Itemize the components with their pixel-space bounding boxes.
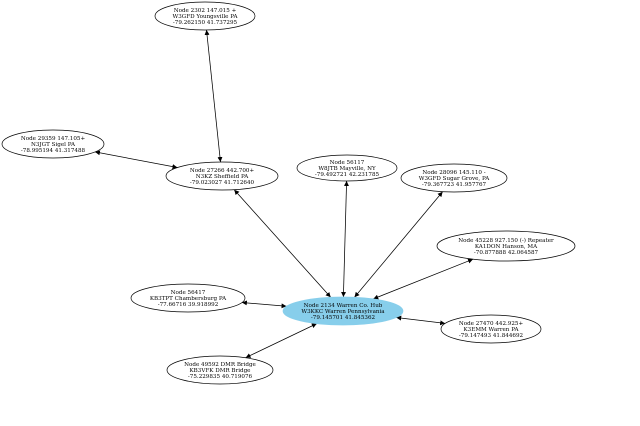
node-ellipse xyxy=(436,230,576,262)
node-label-line: W3KKC Warren Pennsylvania xyxy=(301,309,385,315)
graph-node-n29359[interactable]: Node 29359 147.105+N3JGT Sigel PA-78.995… xyxy=(1,129,105,159)
node-ellipse xyxy=(400,163,508,193)
node-label-line: -79.145701 41.845362 xyxy=(311,315,376,321)
node-label-line: Node 2302 147.015 + xyxy=(174,8,237,14)
edge-n56417-n2134 xyxy=(241,300,287,309)
hub-node-ellipse xyxy=(282,296,404,326)
node-label-line: -79.023027 41.712640 xyxy=(190,180,255,186)
edge-n27266-n2134 xyxy=(233,189,331,298)
node-label-line: K3EMM Warren PA xyxy=(464,327,520,333)
node-label-line: -75.229835 40.719076 xyxy=(188,374,253,380)
node-label-line: -78.995194 41.317488 xyxy=(21,148,86,154)
node-label-line: -79.367723 41.957767 xyxy=(422,182,487,188)
node-label-line: Node 49592 DMR Bridge xyxy=(184,362,256,368)
node-label-line: Node 28096 145.110 - xyxy=(422,170,485,176)
node-label-line: Node 29359 147.105+ xyxy=(21,136,86,142)
node-label-line: Node 45228 927.150 (-) Repeater xyxy=(458,237,554,244)
graph-node-n28096[interactable]: Node 28096 145.110 -W3GFD Sugar Grove, P… xyxy=(400,163,508,193)
graph-node-n27470[interactable]: Node 27470 442.925+K3EMM Warren PA-79.14… xyxy=(440,314,542,344)
edge-n56117-n2134 xyxy=(341,180,349,298)
node-label-line: -70.877888 42.064587 xyxy=(474,250,539,256)
node-label-line: W8JTB Mayville, NY xyxy=(318,166,376,172)
node-label-line: Node 27470 442.925+ xyxy=(459,321,524,327)
node-label-line: Node 56417 xyxy=(171,290,206,296)
node-label-line: Node 27266 442.700+ xyxy=(190,168,255,174)
node-label-line: -79.492721 42.231785 xyxy=(315,172,380,178)
node-ellipse xyxy=(130,283,246,313)
node-label-line: W3GFD Sugar Grove, PA xyxy=(419,176,491,182)
edge-n27470-n2134 xyxy=(396,315,446,326)
nodes-layer: Node 2302 147.015 +W3GFD Youngsville PA-… xyxy=(1,1,576,385)
edges-layer xyxy=(94,29,474,359)
node-label-line: Node 2134 Warren Co. Hub xyxy=(304,303,383,309)
graph-node-n2302[interactable]: Node 2302 147.015 +W3GFD Youngsville PA-… xyxy=(154,1,256,31)
node-label-line: N3JGT Sigel PA xyxy=(31,142,76,148)
node-ellipse xyxy=(296,154,398,182)
node-ellipse xyxy=(165,161,279,191)
node-ellipse xyxy=(166,355,274,385)
node-label-line: -79.262150 41.737295 xyxy=(173,20,238,26)
node-label-line: -79.147493 41.844692 xyxy=(459,333,524,339)
edge-n29359-n27266 xyxy=(94,150,178,170)
edge-n28096-n2134 xyxy=(354,191,443,298)
graph-node-n27266[interactable]: Node 27266 442.700+N3KZ Sheffield PA-79.… xyxy=(165,161,279,191)
node-ellipse xyxy=(154,1,256,31)
node-label-line: KA1DON Hanson, MA xyxy=(475,244,538,250)
node-label-line: Node 56117 xyxy=(330,160,365,166)
node-label-line: W3GFD Youngsville PA xyxy=(172,14,238,20)
edge-n45228-n2134 xyxy=(373,258,474,300)
node-label-line: KB3VFK DMR Bridge xyxy=(190,368,252,374)
node-label-line: -77.66716 39.918992 xyxy=(158,302,219,308)
node-ellipse xyxy=(1,129,105,159)
node-ellipse xyxy=(440,314,542,344)
edge-n2302-n27266 xyxy=(204,29,223,163)
node-label-line: KB3TPT Chambersburg PA xyxy=(150,296,227,302)
node-label-line: N3KZ Sheffield PA xyxy=(196,174,250,180)
edge-n49592-n2134 xyxy=(245,323,317,359)
